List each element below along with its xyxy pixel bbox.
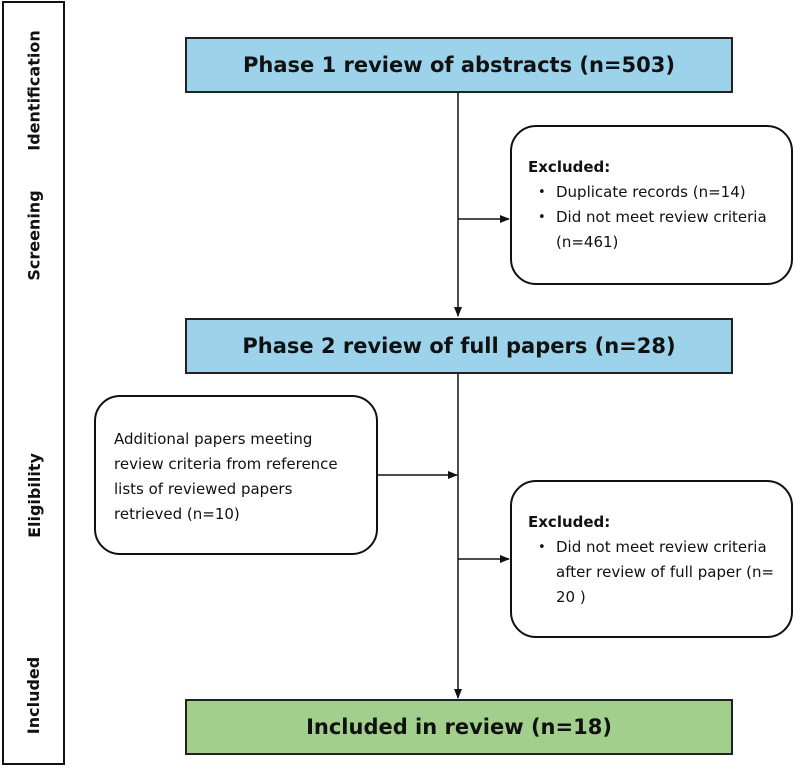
additional-papers-text: Additional papers meeting review criteri… bbox=[114, 430, 338, 523]
phase1-box: Phase 1 review of abstracts (n=503) bbox=[185, 37, 733, 93]
excluded1-item: Duplicate records (n=14) bbox=[528, 180, 781, 205]
phase2-box: Phase 2 review of full papers (n=28) bbox=[185, 318, 733, 374]
included-box: Included in review (n=18) bbox=[185, 699, 733, 755]
additional-papers-box: Additional papers meeting review criteri… bbox=[94, 395, 378, 555]
stage-sidebar bbox=[2, 1, 65, 765]
excluded-box-1: Excluded: Duplicate records (n=14) Did n… bbox=[510, 125, 793, 285]
phase1-label: Phase 1 review of abstracts (n=503) bbox=[243, 53, 675, 77]
excluded1-item: Did not meet review criteria (n=461) bbox=[528, 205, 781, 255]
excluded2-heading: Excluded: bbox=[528, 513, 611, 531]
included-label: Included in review (n=18) bbox=[306, 715, 612, 739]
excluded2-item: Did not meet review criteria after revie… bbox=[528, 535, 781, 610]
phase2-label: Phase 2 review of full papers (n=28) bbox=[242, 334, 676, 358]
excluded1-heading: Excluded: bbox=[528, 158, 611, 176]
excluded-box-2: Excluded: Did not meet review criteria a… bbox=[510, 480, 793, 638]
